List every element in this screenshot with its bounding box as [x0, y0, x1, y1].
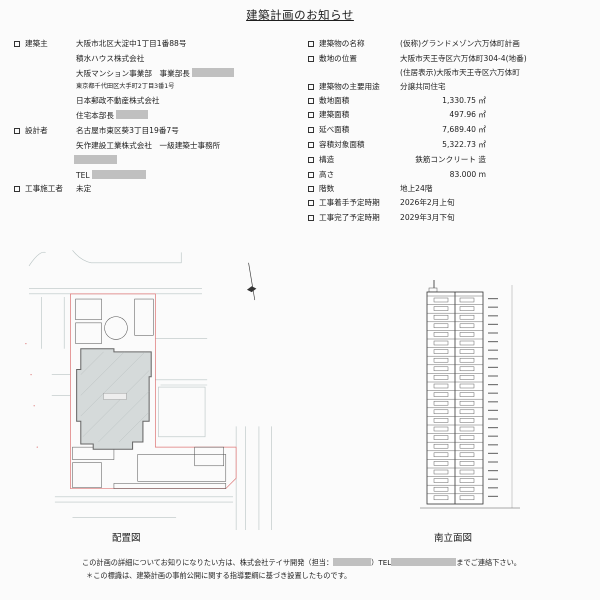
elevation-caption: 南立面図 — [434, 533, 473, 544]
designer-address: 名古屋市東区葵3丁目19番7号 — [76, 126, 179, 135]
checkbox-icon — [14, 41, 20, 47]
checkbox-icon — [308, 157, 314, 163]
checkbox-icon — [308, 56, 314, 62]
info-row-height: 高さ — [308, 170, 334, 180]
checkbox-icon — [308, 215, 314, 221]
info-row-building-area: 建築面積 — [308, 110, 349, 120]
note-line: ＊この標識は、建築計画の事前公開に関する指導要綱に基づき設置したものです。 — [86, 571, 352, 580]
contractor-value: 未定 — [76, 184, 92, 193]
designer-tel: TEL — [76, 170, 146, 181]
info-row-name: 建築物の名称 — [308, 39, 365, 49]
info-value: (仮称)グランドメゾン六万体町計画 — [400, 39, 520, 48]
checkbox-icon — [308, 112, 314, 118]
info-row-location: 敷地の位置 — [308, 54, 357, 64]
info-value: 2026年2月上旬 — [400, 198, 455, 207]
info-row-use: 建築物の主要用途 — [308, 82, 380, 92]
info-row-floors: 階数 — [308, 184, 334, 194]
south-elevation-drawing — [420, 280, 520, 509]
info-value: 83.000 m — [449, 170, 486, 179]
checkbox-icon — [308, 98, 314, 104]
info-row-finish: 工事完了予定時期 — [308, 213, 380, 223]
redacted-name — [192, 68, 235, 77]
info-value: 5,322.73 ㎡ — [442, 140, 486, 149]
site-plan-caption: 配置図 — [112, 533, 141, 544]
checkbox-icon — [14, 186, 20, 192]
owner2-company: 日本郵政不動産株式会社 — [76, 96, 160, 105]
info-value: 2029年3月下旬 — [400, 213, 455, 222]
checkbox-icon — [308, 41, 314, 47]
info-value: 7,689.40 ㎡ — [442, 125, 486, 134]
info-value: 1,330.75 ㎡ — [442, 96, 486, 105]
page-title: 建築計画のお知らせ — [246, 8, 354, 22]
info-row-floor-area: 延べ面積 — [308, 125, 349, 135]
owner-address: 大阪市北区大淀中1丁目1番88号 — [76, 39, 187, 48]
info-value: 分譲共同住宅 — [400, 82, 446, 91]
info-row-far-area: 容積対象面積 — [308, 140, 365, 150]
designer-company: 矢作建設工業株式会社 一級建築士事務所 — [76, 141, 221, 150]
checkbox-icon — [308, 186, 314, 192]
redacted-name — [74, 155, 117, 164]
owner-company: 積水ハウス株式会社 — [76, 54, 145, 63]
contractor-row: 工事施工者 — [14, 184, 63, 194]
info-value: 大阪市天王寺区六万体町304-4(地番) — [400, 54, 527, 63]
checkbox-icon — [308, 127, 314, 133]
checkbox-icon — [14, 128, 20, 134]
info-value: 地上24階 — [400, 184, 433, 193]
info-row-start: 工事着手予定時期 — [308, 198, 380, 208]
info-row-structure: 構造 — [308, 155, 334, 165]
redacted-name — [116, 110, 149, 119]
redacted-phone — [391, 558, 457, 566]
redacted-person — [333, 558, 372, 566]
redacted-phone — [91, 170, 146, 179]
checkbox-icon — [308, 142, 314, 148]
owner2-address: 東京都千代田区大手町2丁目3番1号 — [76, 83, 175, 90]
owner-row: 建築主 — [14, 39, 48, 49]
checkbox-icon — [308, 172, 314, 178]
checkbox-icon — [308, 200, 314, 206]
info-row-site-area: 敷地面積 — [308, 96, 349, 106]
info-value: (住居表示)大阪市天王寺区六万体町 — [400, 68, 520, 77]
info-value: 鉄筋コンクリート 造 — [415, 155, 486, 164]
designer-redacted — [74, 155, 117, 166]
info-value: 497.96 ㎡ — [449, 110, 486, 119]
owner2-dept: 住宅本部長 — [76, 110, 149, 121]
site-plan-drawing — [25, 250, 272, 530]
designer-row: 設計者 — [14, 126, 48, 136]
north-arrow-icon — [246, 262, 257, 301]
owner-dept: 大阪マンション事業部 事業部長 — [76, 68, 235, 79]
checkbox-icon — [308, 84, 314, 90]
